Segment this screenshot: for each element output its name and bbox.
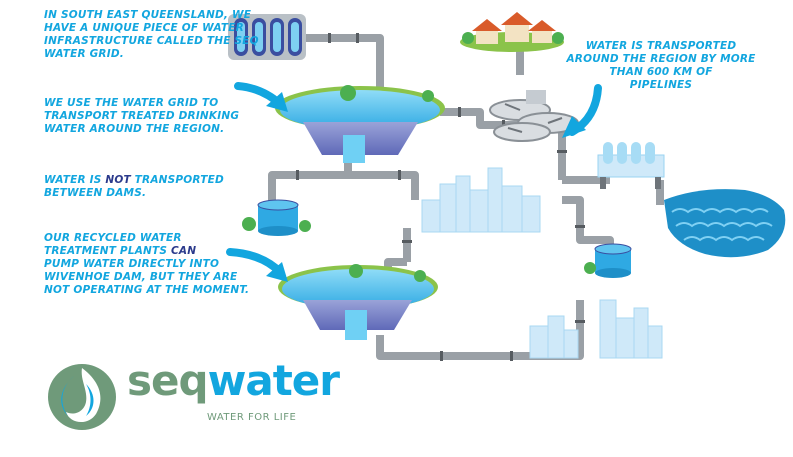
arrow-to-pipelines (562, 84, 602, 138)
city-skyline-central (421, 167, 541, 233)
text-line: Water Grid. (44, 48, 124, 60)
text-line: In South East Queensland, we (44, 9, 252, 21)
text-block-recycled-water: Our recycled water treatment plants CAN … (44, 232, 249, 297)
reservoir-tank-east (584, 243, 632, 278)
text-block-transport: We use the water grid to transport treat… (44, 97, 239, 136)
text-line: between dams. (44, 187, 147, 199)
text-line: Wivenhoe Dam, but they are (44, 271, 238, 283)
reservoir-tank-west (242, 199, 311, 236)
text-line: treatment plants CAN (44, 245, 249, 258)
text-line: Our recycled water (44, 232, 182, 244)
text-line: We use the water grid to (44, 97, 219, 109)
pipe-west-loop (268, 171, 348, 205)
arrow-to-lower-dam (226, 248, 288, 282)
text-segment: treatment plants (44, 245, 172, 257)
pipe-filter-to-upper-dam (305, 34, 384, 90)
text-line: pump water directly into (44, 258, 220, 270)
pipe-upper-dam-east (440, 108, 566, 180)
text-line: pipelines (629, 79, 693, 91)
text-line: Water is transported (585, 40, 737, 52)
pipe-lower-dam-south (376, 300, 584, 360)
text-segment: transported (130, 174, 224, 186)
wordmark-water: water (207, 356, 340, 405)
text-block-water-grid-intro: In South East Queensland, we have a uniq… (44, 9, 259, 61)
city-skyline-south (529, 299, 663, 359)
emphasis-can: CAN (171, 245, 197, 257)
text-block-between-dams: Water is NOT transported between dams. (44, 174, 224, 200)
ocean (664, 189, 786, 258)
text-line: transport treated drinking (44, 110, 240, 122)
pipe-mid-east (348, 171, 419, 200)
text-line: around the region by more (566, 53, 756, 65)
text-block-pipelines: Water is transported around the region b… (566, 40, 756, 92)
text-segment: Water is (44, 174, 106, 186)
logo-tagline: WATER FOR LIFE (207, 412, 297, 423)
text-line: than 600 km of (609, 66, 713, 78)
wordmark-seq: seq (127, 356, 209, 405)
arrow-to-water-grid (234, 82, 288, 112)
text-line: not operating at the moment. (44, 284, 250, 296)
houses (460, 12, 564, 52)
desalination-plant (597, 142, 665, 189)
lower-dam (278, 264, 438, 340)
clarifier-plant (489, 90, 579, 142)
text-line: water around the region. (44, 123, 225, 135)
seqwater-wordmark: seqwater (127, 356, 340, 405)
text-line: Water is NOT transported (44, 174, 224, 187)
text-line: have a unique piece of water (44, 22, 244, 34)
treatment-filters (228, 14, 306, 60)
seqwater-leaf-drop-icon (48, 364, 116, 430)
text-line: infrastructure called the SEQ (44, 35, 259, 47)
emphasis-not: NOT (105, 174, 131, 186)
seqwater-logo: seqwater WATER FOR LIFE (44, 356, 344, 432)
upper-dam (275, 85, 445, 163)
